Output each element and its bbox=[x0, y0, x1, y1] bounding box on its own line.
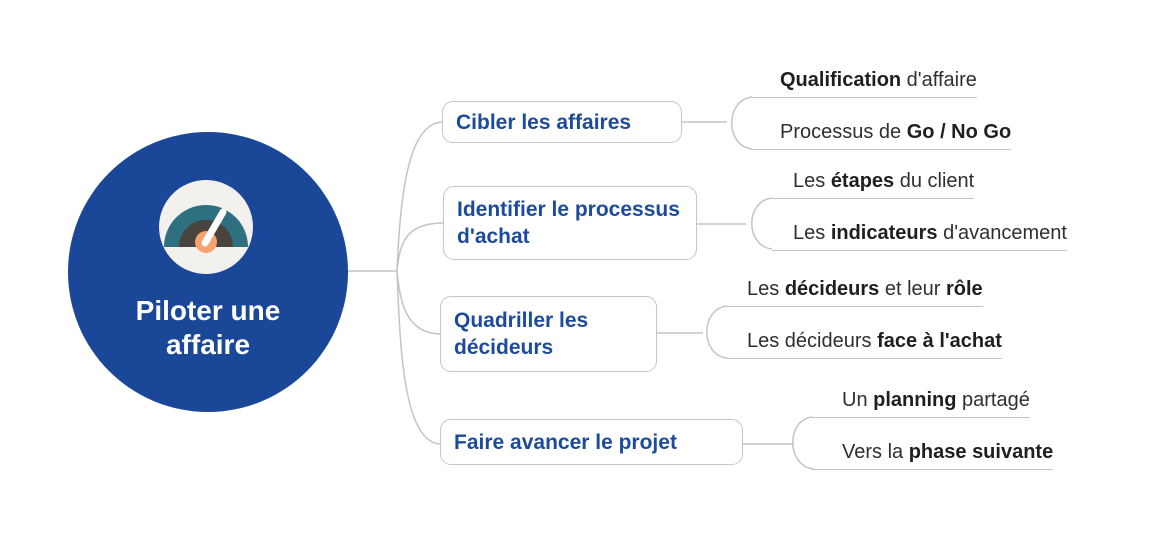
branch-node-cibler-les-affaires: Cibler les affaires bbox=[442, 101, 682, 143]
fan-curve-branch-2 bbox=[396, 222, 445, 272]
branch-1-fork-curve bbox=[731, 96, 753, 150]
fan-curve-branch-1 bbox=[396, 121, 444, 272]
leaf-un-planning-partage: Un planning partagé bbox=[812, 387, 1030, 418]
central-topic: Piloter une affaire bbox=[68, 132, 348, 412]
branch-node-quadriller-les-decideurs: Quadriller les décideurs bbox=[440, 296, 657, 372]
central-topic-title: Piloter une affaire bbox=[135, 295, 281, 360]
leaf-qualification-daffaire: Qualification d'affaire bbox=[752, 67, 977, 98]
fan-curve-branch-3 bbox=[396, 270, 442, 335]
branch-node-faire-avancer-le-projet: Faire avancer le projet bbox=[440, 419, 743, 465]
fan-curve-branch-4 bbox=[396, 270, 442, 445]
leaf-les-decideurs-face-a-lachat: Les décideurs face à l'achat bbox=[727, 328, 1002, 359]
branch-node-identifier-le-processus-dachat: Identifier le processus d'achat bbox=[443, 186, 697, 260]
leaf-les-etapes-du-client: Les étapes du client bbox=[772, 168, 975, 199]
leaf-processus-de-go-no-go: Processus de Go / No Go bbox=[752, 119, 1012, 150]
branch-2-fork-curve bbox=[751, 197, 773, 250]
branch-3-fork-curve bbox=[706, 305, 728, 359]
leaf-vers-la-phase-suivante: Vers la phase suivante bbox=[812, 439, 1054, 470]
branch-4-fork-curve bbox=[792, 416, 815, 470]
leaf-les-decideurs-et-leur-role: Les décideurs et leur rôle bbox=[727, 276, 983, 307]
gauge-icon bbox=[159, 180, 253, 274]
leaf-les-indicateurs-davancement: Les indicateurs d'avancement bbox=[772, 220, 1067, 251]
connector-group bbox=[347, 96, 815, 470]
